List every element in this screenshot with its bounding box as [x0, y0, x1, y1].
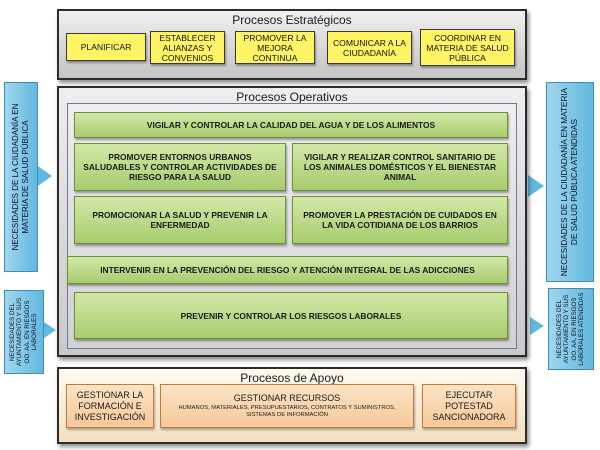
operational-item-agua-alimentos: VIGILAR Y CONTROLAR LA CALIDAD DEL AGUA …	[74, 112, 508, 138]
left-top-arrow-icon	[38, 166, 52, 186]
operational-item-cuidados: PROMOVER LA PRESTACIÓN DE CUIDADOS EN LA…	[292, 196, 508, 244]
left-input-panel-citizens: NECESIDADES DE LA CIUDADANÍA EN MATERIA …	[4, 82, 38, 272]
strategic-item-planificar: PLANIFICAR	[66, 33, 146, 61]
operational-item-entornos-urbanos: PROMOVER ENTORNOS URBANOS SALUDABLES Y C…	[74, 143, 286, 191]
left-input-council-text: NECESIDADES DEL AYUNTAMIENTO Y SUS OO. A…	[9, 297, 39, 367]
support-item-recursos: GESTIONAR RECURSOS HUMANOS, MATERIALES, …	[160, 384, 414, 428]
strategic-processes-title: Procesos Estratégicos	[232, 13, 352, 27]
support-item-formacion: GESTIONAR LA FORMACIÓN E INVESTIGACIÓN	[66, 384, 154, 428]
strategic-item-comunicar: COMUNICAR A LA CIUDADANÍA	[327, 31, 412, 64]
right-top-arrow-icon	[528, 175, 544, 197]
operational-item-animales: VIGILAR Y REALIZAR CONTROL SANITARIO DE …	[292, 143, 508, 191]
strategic-item-mejora: PROMOVER LA MEJORA CONTINUA	[235, 31, 315, 64]
strategic-item-alianzas: ESTABLECER ALIANZAS Y CONVENIOS	[150, 31, 225, 64]
right-output-citizens-text: NECESIDADES DE LA CIUDADANÍA EN MATERIA …	[560, 87, 579, 277]
operational-item-promocionar-salud: PROMOCIONAR LA SALUD Y PREVENIR LA ENFER…	[74, 196, 286, 244]
left-input-citizens-text: NECESIDADES DE LA CIUDADANÍA EN MATERIA …	[11, 103, 30, 251]
right-output-panel-council: NECESIDADES DEL AYUNTAMIENTO Y SUS OO. A…	[548, 288, 594, 370]
support-item-sancionadora-label: EJECUTAR POTESTAD SANCIONADORA	[432, 389, 506, 422]
support-processes-title: Procesos de Apoyo	[240, 371, 344, 385]
right-output-council-text: NECESIDADES DEL AYUNTAMIENTO Y SUS OO. A…	[556, 292, 586, 366]
left-input-panel-council: NECESIDADES DEL AYUNTAMIENTO Y SUS OO. A…	[4, 290, 44, 374]
operational-processes-title: Procesos Operativos	[236, 90, 348, 104]
operational-item-riesgos-laborales: PREVENIR Y CONTROLAR LOS RIESGOS LABORAL…	[74, 292, 508, 339]
right-output-panel-citizens: NECESIDADES DE LA CIUDADANÍA EN MATERIA …	[546, 82, 594, 282]
right-bottom-arrow-icon	[530, 317, 544, 335]
support-item-formacion-label: GESTIONAR LA FORMACIÓN E INVESTIGACIÓN	[74, 389, 146, 422]
support-item-sancionadora: EJECUTAR POTESTAD SANCIONADORA	[422, 384, 516, 428]
support-item-recursos-label: GESTIONAR RECURSOS	[233, 393, 341, 403]
left-bottom-arrow-icon	[44, 322, 56, 338]
strategic-item-coordinar: COORDINAR EN MATERIA DE SALUD PÚBLICA	[420, 29, 515, 66]
support-item-recursos-detail: HUMANOS, MATERIALES, PRESUPUESTARIOS, CO…	[178, 405, 396, 418]
operational-item-adicciones: INTERVENIR EN LA PREVENCIÓN DEL RIESGO Y…	[67, 256, 508, 284]
